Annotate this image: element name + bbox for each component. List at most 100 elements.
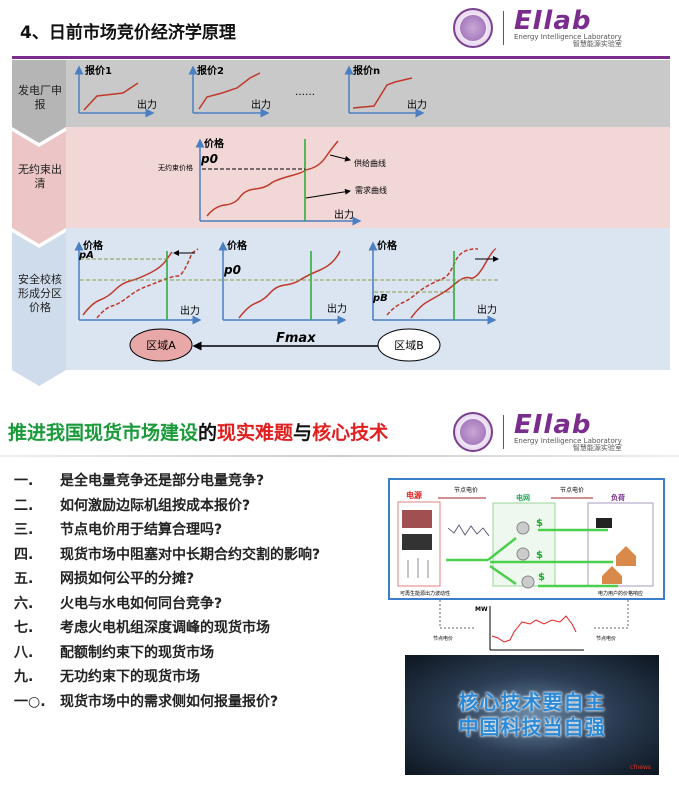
- battery-icon: [596, 518, 612, 528]
- list-item: 二. 如何激励边际机组按成本报价?: [14, 493, 320, 518]
- x-axis-label: 出力: [334, 208, 354, 221]
- item-text: 现货市场中阻塞对中长期合约交割的影响?: [60, 546, 321, 563]
- demand-curve-label: 需求曲线: [355, 185, 387, 195]
- list-item: 一○. 现货市场中的需求侧如何报量报价?: [14, 689, 320, 714]
- meter-icon: [516, 521, 535, 589]
- banner-line2: 中国科技当自强: [458, 715, 606, 739]
- svg-text:$: $: [538, 572, 545, 583]
- zone-a-label: 区域A: [146, 339, 176, 352]
- zone-b: [377, 328, 441, 362]
- x-axis-label: 出力: [477, 303, 497, 316]
- lmp-market-diagram: 电源 电网 负荷 节点电价 节点电价 $$$ 可再生能源出力波动性 电力用户的价…: [388, 478, 665, 651]
- divider: [0, 455, 679, 457]
- unconstrained-price-label: 无约束价格: [158, 163, 193, 172]
- row-label-zonal: 安全校核形成分区价格: [18, 273, 62, 314]
- p0-label: p0: [200, 152, 218, 166]
- item-number: 一○.: [14, 693, 46, 710]
- lmp-label: 节点电价: [433, 635, 453, 642]
- list-item: 九. 无功约束下的现货市场: [14, 664, 320, 689]
- list-item: 五. 网损如何公平的分摊?: [14, 566, 320, 591]
- item-number: 五.: [14, 571, 34, 588]
- logo-subtitle-cn: 智慧能源实验室: [572, 444, 622, 452]
- challenge-list: 一. 是全电量竞争还是部分电量竞争? 二. 如何激励边际机组按成本报价? 三.节点电…: [14, 468, 320, 713]
- flow-limit-label: Fmax: [276, 331, 316, 346]
- svg-text:$: $: [536, 550, 543, 561]
- dollar-icon: $ $ $: [536, 518, 545, 583]
- row-label-bids: 发电厂申报: [18, 84, 62, 111]
- supply-curve-label: 供给曲线: [354, 158, 386, 168]
- logo-subtitle: Energy Intelligence Laboratory: [514, 437, 622, 445]
- item-number: 一.: [14, 473, 34, 490]
- bid-curves: [82, 72, 497, 319]
- row-chevron-zonal: [12, 232, 66, 386]
- x-axis-label: 出力: [137, 98, 157, 111]
- grid-label: 电网: [516, 493, 530, 502]
- title-underline: [12, 56, 670, 59]
- ellipsis: ……: [295, 87, 315, 98]
- item-text: 火电与水电如何同台竞争?: [60, 595, 223, 612]
- annotation-arrows: [173, 154, 499, 351]
- item-number: 六.: [14, 595, 34, 612]
- svg-text:$: $: [536, 518, 543, 529]
- pB-label: pB: [372, 293, 388, 304]
- title-part: 核心技术: [312, 422, 389, 444]
- solar-panel-icon: [402, 534, 432, 550]
- x-axis-label: 出力: [251, 98, 271, 111]
- x-axis-label: 出力: [407, 98, 427, 111]
- title-part: 推进我国现货市场建设: [8, 422, 199, 444]
- row-bids: [66, 60, 670, 127]
- item-text: 无功约束下的现货市场: [60, 669, 200, 686]
- title-part: 与: [293, 422, 313, 444]
- item-text: 是全电量竞争还是部分电量竞争?: [60, 473, 265, 490]
- item-text: 网损如何公平的分摊?: [60, 571, 195, 588]
- slide1-title: 4、日前市场竞价经济学原理: [20, 23, 236, 43]
- university-seal-icon: [453, 8, 493, 48]
- logo-subtitle: Energy Intelligence Laboratory: [514, 33, 622, 41]
- mw-axis-label: MW: [475, 606, 488, 613]
- item-text: 配额制约束下的现货市场: [60, 644, 214, 661]
- load-label: 负荷: [611, 493, 625, 502]
- lmp-label: 节点电价: [560, 486, 584, 494]
- item-number: 二.: [14, 497, 34, 514]
- logo-wordmark: EIlab: [514, 6, 592, 36]
- y-axis-label: 价格: [83, 239, 104, 252]
- banner-watermark: cfnews: [630, 764, 651, 771]
- row-label-unconstrained: 无约束出清: [18, 163, 62, 190]
- item-number: 四.: [14, 546, 34, 563]
- logo-subtitle-cn: 智慧能源实验室: [572, 40, 622, 48]
- pA-label: pA: [78, 250, 94, 261]
- power-trace: [491, 615, 577, 643]
- banner-line1: 核心技术要自主: [458, 690, 606, 714]
- item-number: 九.: [14, 669, 34, 686]
- supply-curve: [206, 140, 339, 217]
- item-number: 八.: [14, 644, 34, 661]
- logo-divider: [503, 11, 504, 45]
- y-axis-label: 价格: [227, 239, 248, 252]
- y-axis-label: 价格: [204, 137, 225, 150]
- list-item: 七.考虑火电机组深度调峰的现货市场: [14, 615, 320, 640]
- demand-lines: [166, 139, 455, 320]
- y-axis-label: 价格: [377, 239, 398, 252]
- zone-a: [129, 328, 193, 362]
- bid1-label: 报价1: [85, 64, 112, 77]
- power-plant-icon: [402, 510, 432, 528]
- row-unconstrained: [66, 127, 670, 228]
- price-dashed-lines: [80, 168, 500, 293]
- lmp-label: 节点电价: [454, 486, 478, 494]
- x-axis-label: 出力: [180, 304, 200, 317]
- bidn-label: 报价n: [353, 64, 380, 77]
- list-item: 八. 配额制约束下的现货市场: [14, 640, 320, 665]
- item-text: 如何激励边际机组按成本报价?: [60, 497, 251, 514]
- axes: [74, 65, 497, 325]
- item-text: 现货市场中的需求侧如何报量报价?: [60, 693, 279, 710]
- slide2-title: 推进我国现货市场建设的现实难题与核心技术: [8, 418, 388, 445]
- source-label: 电源: [406, 490, 422, 500]
- tech-banner-image: 核心技术要自主 中国科技当自强 cfnews: [405, 655, 659, 775]
- row-chevron-unconstrained: [12, 131, 66, 244]
- list-item: 三.节点电价用于结算合理吗?: [14, 517, 320, 542]
- zone-b-label: 区域B: [394, 339, 424, 352]
- item-number: 三.: [14, 522, 34, 539]
- market-clearing-diagram: 报价1 报价2 报价n …… 出力 出力 出力 价格 p0 无约束价格 供给曲线…: [12, 56, 670, 386]
